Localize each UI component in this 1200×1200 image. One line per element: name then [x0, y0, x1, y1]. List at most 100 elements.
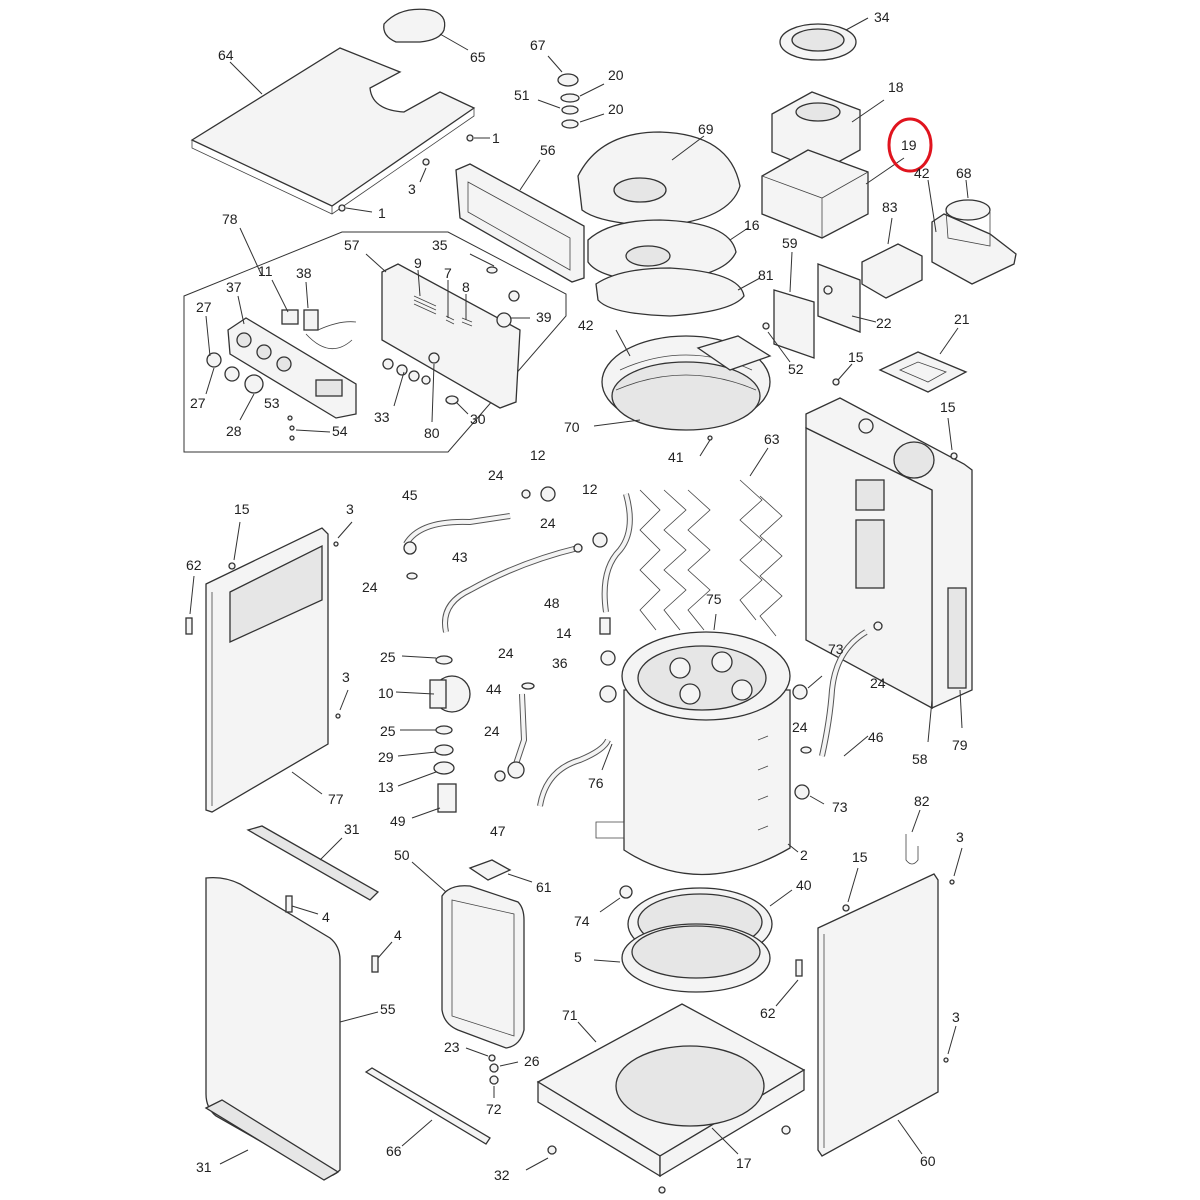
flue-ring-part — [779, 23, 857, 61]
label-69: 69 — [698, 121, 714, 137]
base-rings-part — [621, 887, 773, 993]
label-42a: 42 — [914, 165, 930, 181]
top-trim-part — [246, 825, 380, 901]
label-27b: 27 — [190, 395, 206, 411]
label-34: 34 — [874, 9, 890, 25]
label-15d: 15 — [852, 849, 868, 865]
label-54: 54 — [332, 423, 348, 439]
label-50: 50 — [394, 847, 410, 863]
label-7: 7 — [444, 265, 452, 281]
label-15b: 15 — [940, 399, 956, 415]
label-62a: 62 — [186, 557, 202, 573]
baffle-strips — [639, 479, 783, 637]
label-30: 30 — [470, 411, 486, 427]
label-17: 17 — [736, 1155, 752, 1171]
label-5: 5 — [574, 949, 582, 965]
label-52: 52 — [788, 361, 804, 377]
label-29: 29 — [378, 749, 394, 765]
label-38: 38 — [296, 265, 312, 281]
highlight-circle — [887, 117, 933, 173]
label-3d: 3 — [956, 829, 964, 845]
label-15a: 15 — [848, 349, 864, 365]
label-77: 77 — [328, 791, 344, 807]
label-51: 51 — [514, 87, 530, 103]
label-45: 45 — [402, 487, 418, 503]
label-48: 48 — [544, 595, 560, 611]
label-31b: 31 — [196, 1159, 212, 1175]
flue-hood-part — [771, 91, 861, 173]
label-21: 21 — [954, 311, 970, 327]
label-24e: 24 — [870, 675, 886, 691]
label-3c: 3 — [342, 669, 350, 685]
bracket-part — [861, 243, 923, 299]
label-15c: 15 — [234, 501, 250, 517]
label-43: 43 — [452, 549, 468, 565]
label-20a: 20 — [608, 67, 624, 83]
label-4a: 4 — [322, 909, 330, 925]
label-70: 70 — [564, 419, 580, 435]
label-25b: 25 — [380, 723, 396, 739]
lower-rail-part — [364, 1067, 491, 1145]
label-41: 41 — [668, 449, 684, 465]
label-78: 78 — [222, 211, 238, 227]
label-35: 35 — [432, 237, 448, 253]
right-side-panel-part — [817, 873, 939, 1157]
label-12a: 12 — [530, 447, 546, 463]
label-32: 32 — [494, 1167, 510, 1183]
label-47: 47 — [490, 823, 506, 839]
label-12b: 12 — [582, 481, 598, 497]
label-72: 72 — [486, 1101, 502, 1117]
inspection-plate-part — [773, 289, 815, 359]
label-14: 14 — [556, 625, 572, 641]
label-24c: 24 — [362, 579, 378, 595]
top-cap-part — [383, 8, 446, 43]
label-22: 22 — [876, 315, 892, 331]
label-26: 26 — [524, 1053, 540, 1069]
label-33: 33 — [374, 409, 390, 425]
label-56: 56 — [540, 142, 556, 158]
label-27a: 27 — [196, 299, 212, 315]
label-83: 83 — [882, 199, 898, 215]
rail-part — [455, 163, 585, 283]
burner-grate-part — [601, 335, 772, 431]
label-39: 39 — [536, 309, 552, 325]
pipe-assembly — [403, 493, 868, 807]
right-side-casing-part — [805, 397, 973, 710]
label-81: 81 — [758, 267, 774, 283]
pump-assembly — [429, 655, 471, 813]
label-24f: 24 — [484, 723, 500, 739]
label-71: 71 — [562, 1007, 578, 1023]
label-18: 18 — [888, 79, 904, 95]
label-74: 74 — [574, 913, 590, 929]
label-20b: 20 — [608, 101, 624, 117]
label-61: 61 — [536, 879, 552, 895]
label-80: 80 — [424, 425, 440, 441]
cover-plate-part — [817, 263, 861, 333]
top-cover-part — [190, 47, 476, 215]
label-55: 55 — [380, 1001, 396, 1017]
base-frame-part — [536, 1003, 806, 1178]
baffle-plates — [577, 131, 745, 317]
label-24b: 24 — [540, 515, 556, 531]
flue-adapter-part — [931, 199, 1017, 285]
part-labels: 64 65 67 20 51 20 34 18 19 69 1 56 3 1 4… — [186, 9, 972, 1183]
label-25a: 25 — [380, 649, 396, 665]
label-10: 10 — [378, 685, 394, 701]
label-36: 36 — [552, 655, 568, 671]
label-57: 57 — [344, 237, 360, 253]
label-1b: 1 — [378, 205, 386, 221]
label-11: 11 — [258, 263, 273, 279]
label-64: 64 — [218, 47, 234, 63]
label-31a: 31 — [344, 821, 360, 837]
label-65: 65 — [470, 49, 486, 65]
label-60: 60 — [920, 1153, 936, 1169]
label-40: 40 — [796, 877, 812, 893]
bottom-trim-part — [204, 1099, 340, 1181]
label-49: 49 — [390, 813, 406, 829]
label-46: 46 — [868, 729, 884, 745]
label-2: 2 — [800, 847, 808, 863]
label-3b: 3 — [346, 501, 354, 517]
label-67: 67 — [530, 37, 546, 53]
label-28: 28 — [226, 423, 242, 439]
left-side-panel-part — [205, 527, 329, 813]
